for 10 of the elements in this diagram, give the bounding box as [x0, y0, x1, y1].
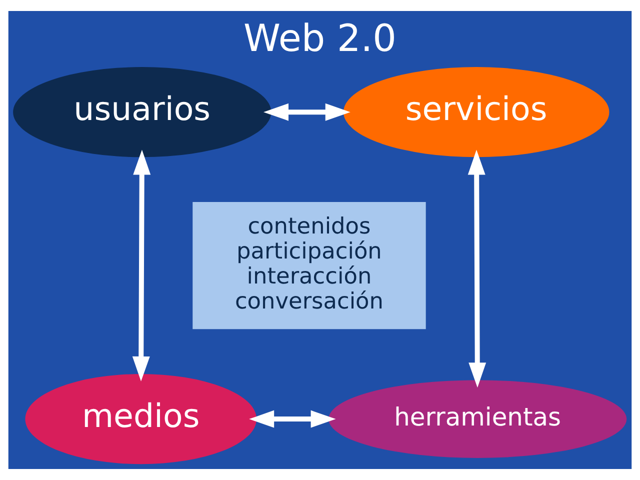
- arrow: [264, 103, 350, 121]
- arrow: [249, 410, 336, 428]
- node-ellipse: herramientas: [328, 380, 627, 458]
- node-box: contenidos participación interacción conversación: [192, 202, 426, 330]
- node-ellipse: usuarios: [13, 67, 272, 158]
- arrow: [132, 150, 151, 382]
- diagram-title: Web 2.0: [244, 16, 396, 60]
- arrow: [468, 150, 486, 388]
- node-ellipse: servicios: [343, 67, 610, 158]
- node-ellipse: medios: [25, 374, 257, 464]
